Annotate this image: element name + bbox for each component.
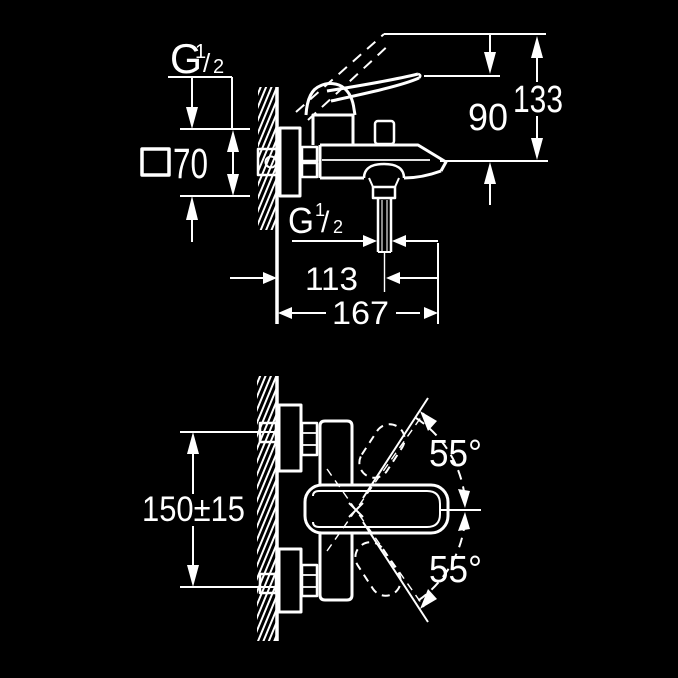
- wall-to-spout-text: 167: [332, 295, 389, 331]
- wall-union-bottom: [258, 572, 278, 595]
- union-nut-top: [300, 145, 319, 163]
- swing-centerlines: [326, 412, 425, 608]
- swing-angle-top-text: 55°: [429, 433, 482, 475]
- cartridge-housing: [311, 113, 355, 145]
- shower-thread-sub: 2: [333, 217, 343, 237]
- shower-thread-sup: 1: [315, 200, 325, 220]
- connection-spacing-text: 150±15: [142, 490, 245, 529]
- diverter-knob: [373, 119, 396, 146]
- lever-open-dashed: [295, 33, 392, 121]
- pivot-cross: [348, 502, 364, 518]
- shower-thread-slash: /: [321, 206, 330, 239]
- square-symbol: [140, 147, 171, 177]
- inlet-union-screw: [264, 155, 278, 169]
- lever-dome: [304, 82, 357, 116]
- escutcheon-side: [278, 126, 302, 198]
- wall-section-side: [258, 87, 279, 324]
- hand-shower-outlet: [362, 162, 406, 292]
- wall-to-hose-text: 113: [305, 261, 358, 297]
- front-view: 150±15 55° 55°: [142, 376, 482, 641]
- inlet-thread-sup: 1: [195, 41, 206, 63]
- union-nut-front-top: [300, 421, 319, 457]
- wall-section-front: [257, 376, 279, 641]
- total-height-text: 133: [513, 79, 563, 121]
- wall-hatch-front: [257, 376, 278, 641]
- union-nut-front-bottom: [300, 563, 319, 598]
- dim-escutcheon-size: 70: [140, 77, 250, 242]
- lever-dashed-down: [354, 541, 402, 597]
- lever-dashed-up: [358, 423, 406, 479]
- union-nut-bottom: [300, 161, 319, 179]
- inlet-thread-slash: /: [203, 48, 211, 78]
- dim-connection-spacing: 150±15: [142, 431, 277, 588]
- escutcheon-size-text: 70: [173, 140, 208, 188]
- dim-heights: 90 133: [384, 33, 563, 205]
- faucet-side: [256, 33, 448, 292]
- dim-shower-thread: G 1 / 2: [288, 200, 438, 247]
- inlet-housing-top: [318, 419, 354, 486]
- lever-closed: [326, 72, 422, 103]
- wall-hatch-side: [258, 87, 278, 230]
- inlet-thread-sub: 2: [213, 56, 224, 78]
- dim-projections: 113 167: [230, 243, 439, 331]
- lever-front-inner: [312, 490, 441, 528]
- dim-inlet-thread: G 1 / 2: [168, 35, 239, 196]
- spout: [318, 143, 448, 180]
- swing-angle-bottom-text: 55°: [429, 549, 482, 591]
- lever-height-text: 90: [468, 97, 508, 139]
- side-view: G 1 / 2 70 90: [140, 33, 563, 331]
- shower-thread-text: G: [288, 200, 314, 241]
- inlet-housing-bottom: [318, 532, 354, 602]
- dim-swing-angles: 55° 55°: [362, 397, 482, 623]
- inlet-thread-text: G: [170, 35, 202, 82]
